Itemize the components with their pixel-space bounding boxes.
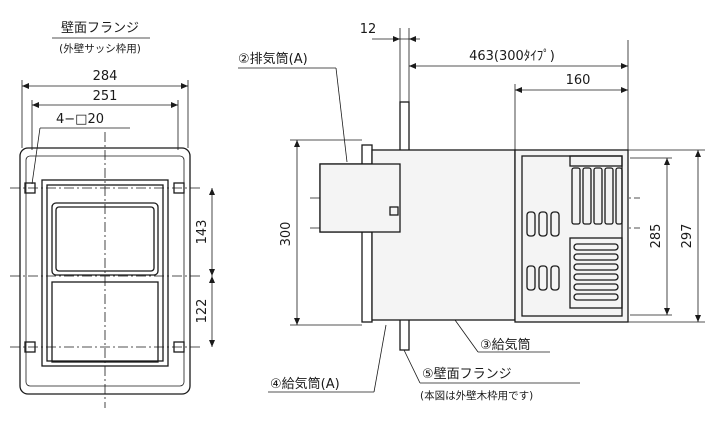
holes-label: 4−□20: [56, 112, 104, 127]
dim-160: 160: [566, 73, 591, 88]
label-wall-flange-note: (本図は外壁木枠用です): [420, 389, 533, 402]
label-wall-flange: ⑤壁面フランジ: [422, 367, 512, 382]
dim-300: 300: [279, 222, 294, 247]
dim-285: 285: [649, 224, 664, 249]
dim-251: 251: [93, 89, 118, 104]
dim-463: 463(300ﾀｲﾌﾟ): [469, 49, 555, 64]
side-view: 12 463(300ﾀｲﾌﾟ) 160 300 ②排気筒(A): [238, 22, 705, 402]
upper-opening: [51, 202, 159, 276]
dim-143: 143: [195, 220, 210, 245]
label-supply-tube-a: ④給気筒(A): [270, 376, 340, 392]
front-view-subtitle: (外壁サッシ枠用): [59, 42, 141, 55]
dim-122: 122: [195, 299, 210, 324]
front-view: 壁面フランジ (外壁サッシ枠用) 284 251 4−□20: [10, 21, 215, 408]
front-view-title: 壁面フランジ: [61, 21, 139, 36]
small-tab: [389, 206, 399, 216]
dim-297: 297: [680, 224, 695, 249]
dim-12: 12: [360, 22, 377, 37]
label-supply-tube: ③給気筒: [480, 337, 531, 353]
hood-vents-left: [526, 211, 560, 291]
hood-grille: [569, 237, 623, 309]
label-exhaust-tube-a: ②排気筒(A): [238, 51, 308, 67]
hood-louvers-top: [569, 155, 623, 225]
dim-284: 284: [93, 69, 118, 84]
